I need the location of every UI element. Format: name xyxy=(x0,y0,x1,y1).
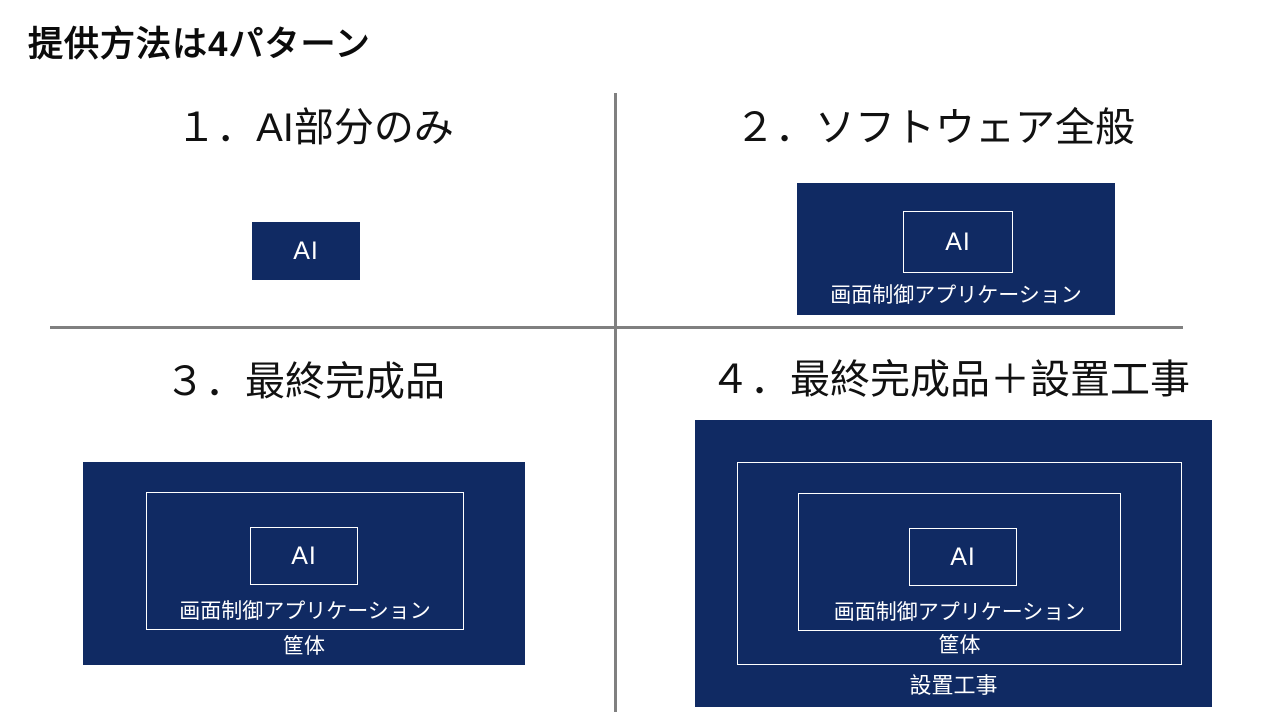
quadrant4-ai-box: AI xyxy=(909,528,1017,586)
horizontal-divider xyxy=(50,326,1183,329)
quadrant4-app-box: AI 画面制御アプリケーション xyxy=(798,493,1121,631)
quadrant2-ai-box: AI xyxy=(903,211,1013,273)
quadrant1-ai-box: AI xyxy=(252,222,360,280)
quadrant3-ai-box: AI xyxy=(250,527,358,585)
installation-label: 設置工事 xyxy=(909,673,998,698)
chassis-label: 筐体 xyxy=(938,634,981,657)
app-label: 画面制御アプリケーション xyxy=(179,600,431,623)
quadrant3-heading: ３．最終完成品 xyxy=(165,360,445,404)
ai-label: AI xyxy=(950,542,976,571)
quadrant2-app-box: AI 画面制御アプリケーション xyxy=(797,183,1115,315)
chassis-label: 筐体 xyxy=(283,635,325,658)
quadrant2-heading: ２．ソフトウェア全般 xyxy=(735,106,1135,150)
ai-label: AI xyxy=(291,541,317,570)
ai-label: AI xyxy=(293,236,319,265)
page-title: 提供方法は4パターン xyxy=(28,25,371,64)
quadrant1-heading: １．AI部分のみ xyxy=(176,106,454,150)
app-label: 画面制御アプリケーション xyxy=(830,284,1082,307)
quadrant3-app-box: AI 画面制御アプリケーション xyxy=(146,492,464,630)
vertical-divider xyxy=(614,93,617,712)
ai-label: AI xyxy=(945,227,971,256)
quadrant3-chassis-box: AI 画面制御アプリケーション 筐体 xyxy=(83,462,525,665)
quadrant4-chassis-box: AI 画面制御アプリケーション 筐体 xyxy=(737,462,1182,665)
quadrant4-heading: ４．最終完成品＋設置工事 xyxy=(710,358,1190,402)
app-label: 画面制御アプリケーション xyxy=(833,601,1086,624)
quadrant4-installation-box: AI 画面制御アプリケーション 筐体 設置工事 xyxy=(695,420,1212,707)
